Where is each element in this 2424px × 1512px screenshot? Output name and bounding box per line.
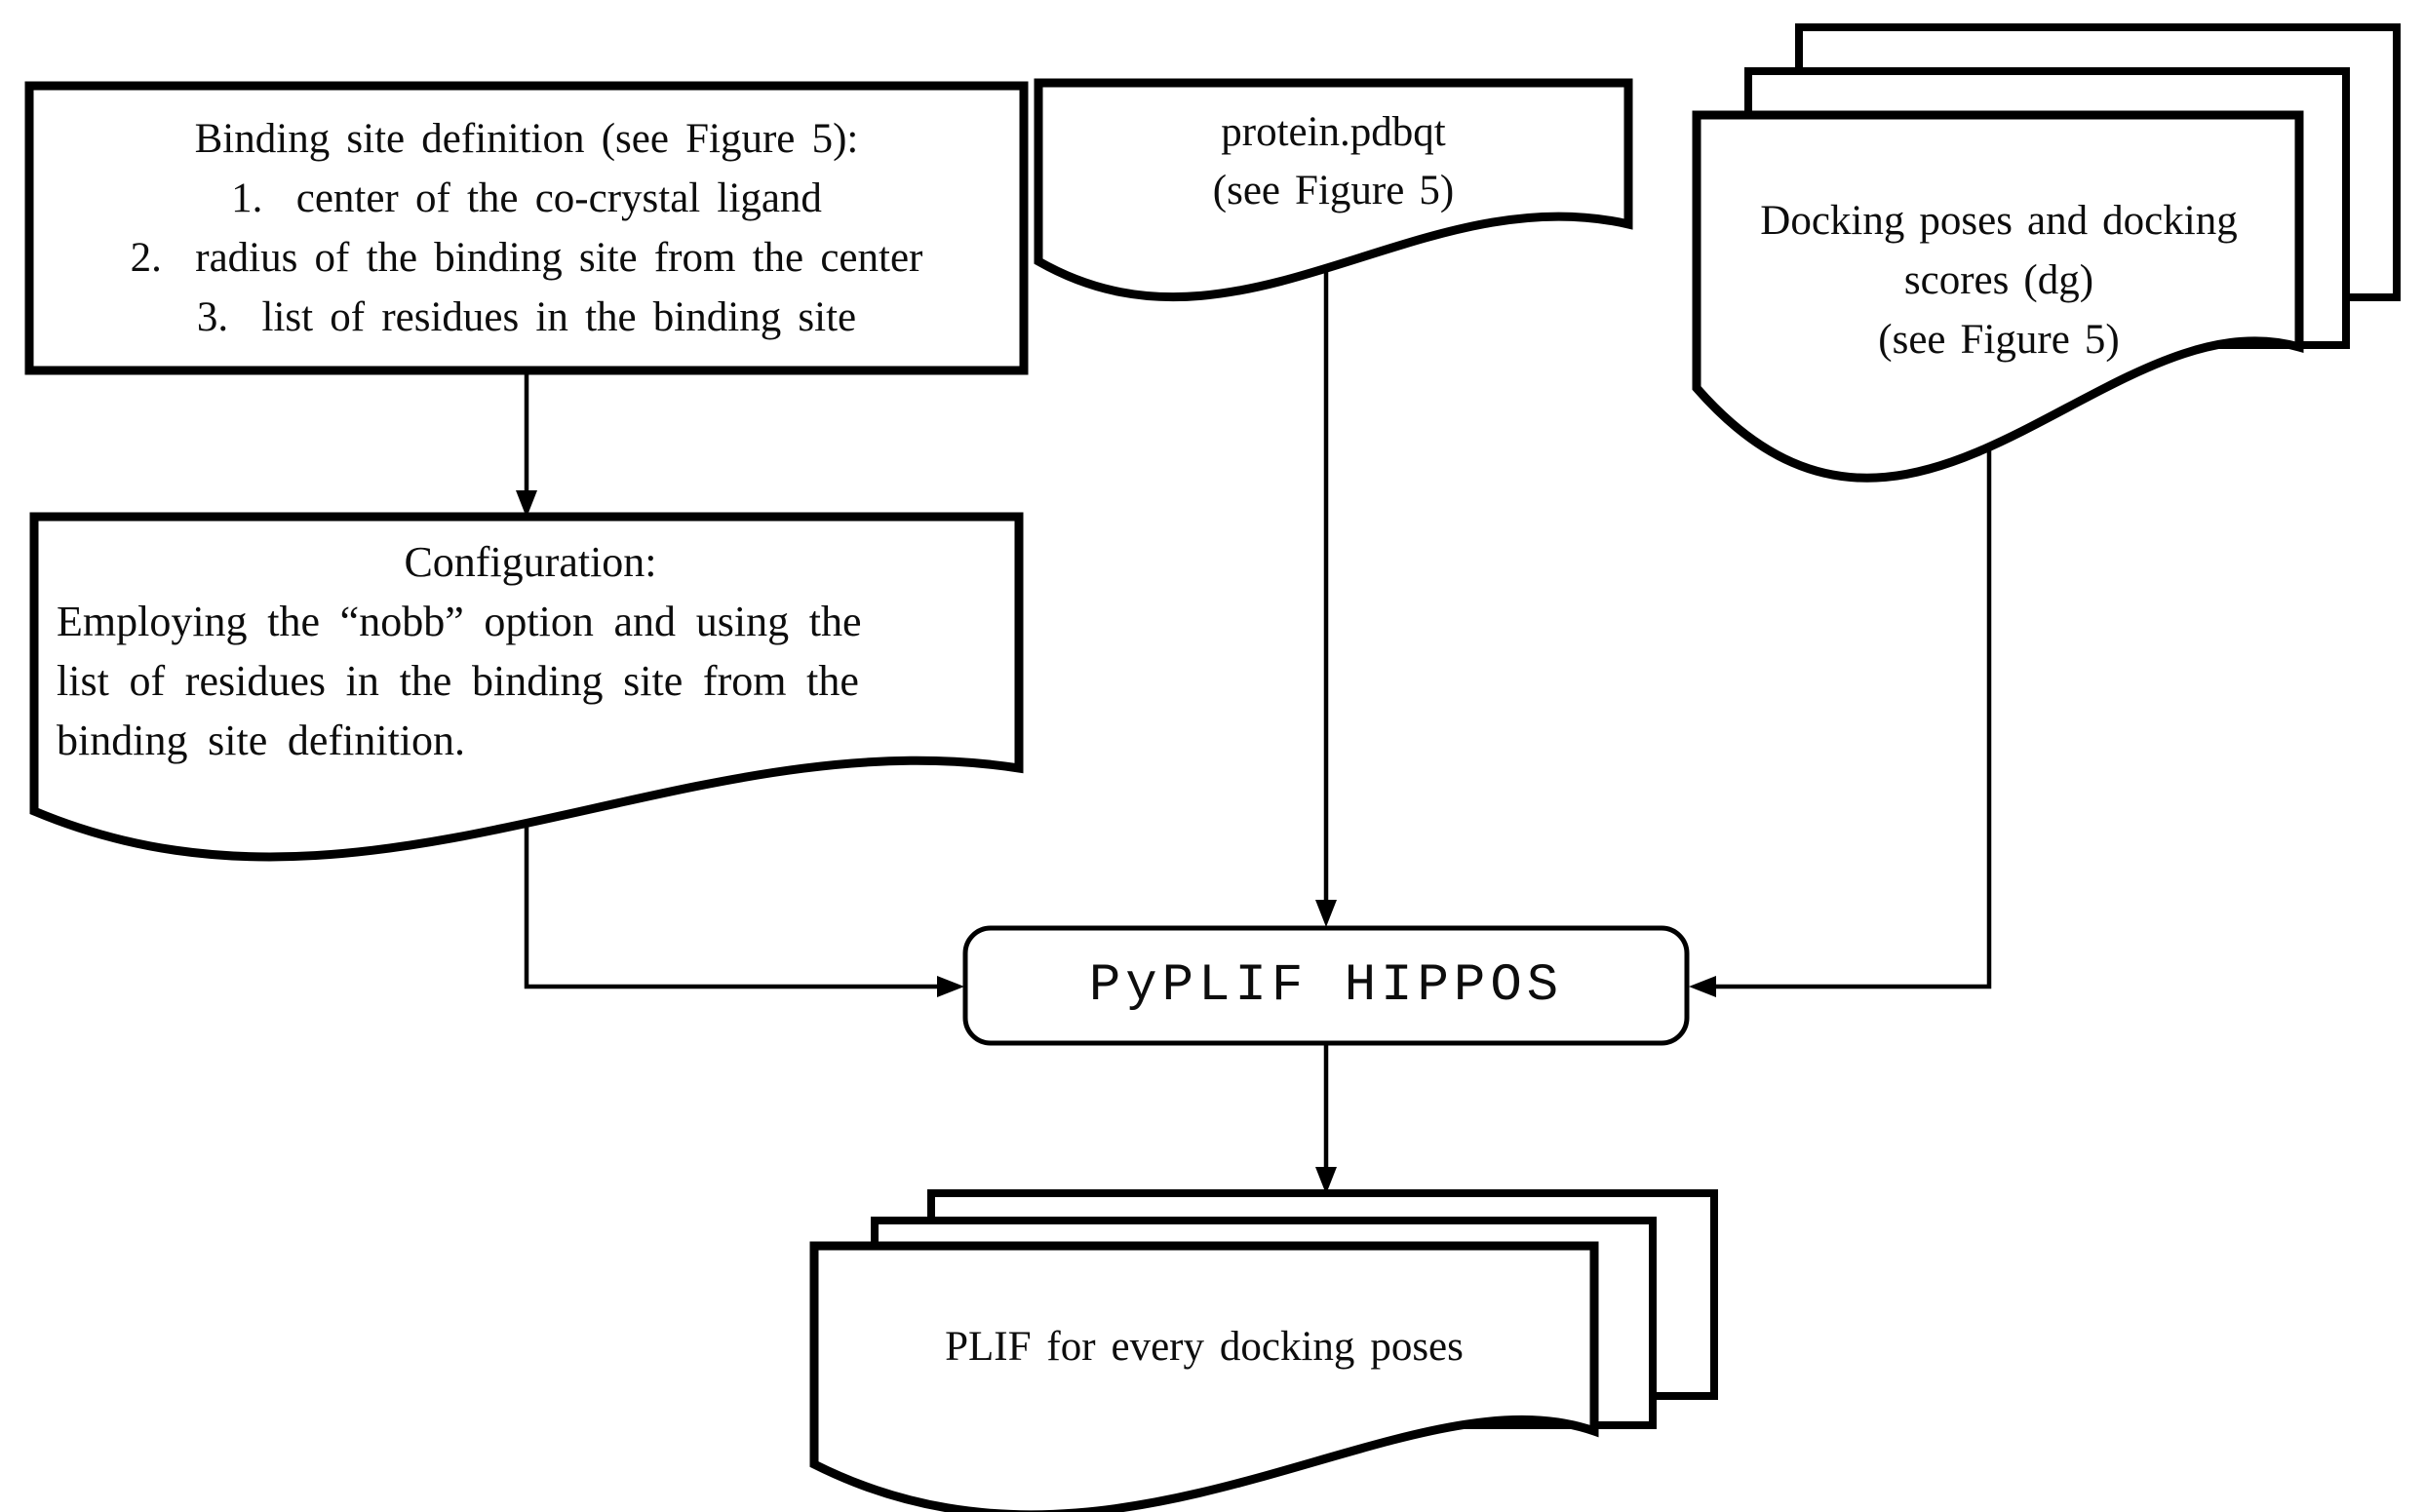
configuration-line-3: list of residues in the binding site fro… xyxy=(57,657,859,705)
output-stack-page-front xyxy=(809,1241,1599,1512)
binding-site-line-2: 1. center of the co-crystal ligand xyxy=(231,175,822,221)
arrowhead-left-process xyxy=(1689,976,1716,997)
edge-docking-to-process xyxy=(1715,370,1992,989)
docking-poses-line-1: Docking poses and docking xyxy=(1760,198,2238,244)
docking-poses-line-2: scores (dg) xyxy=(1903,257,2094,303)
configuration-text: Configuration: Employing the “nobb” opti… xyxy=(57,532,1004,770)
edge-config-to-process xyxy=(524,780,938,989)
docking-poses-line-3: (see Figure 5) xyxy=(1878,317,2120,363)
protein-file-line-2: (see Figure 5) xyxy=(1212,168,1455,213)
configuration-document xyxy=(29,512,1024,862)
arrowhead-right-process xyxy=(937,976,964,997)
arrowhead-down-config xyxy=(516,490,537,518)
configuration-heading: Configuration: xyxy=(404,538,657,586)
process-label: PyPLIF HIPPOS xyxy=(1088,955,1564,1016)
arrowhead-down-process xyxy=(1315,900,1337,927)
docking-poses-text: Docking poses and docking scores (dg) (s… xyxy=(1706,191,2291,369)
plif-output-label: PLIF for every docking poses xyxy=(945,1324,1464,1370)
docking-stack-page-front xyxy=(1692,110,2304,483)
configuration-line-2: Employing the “nobb” option and using th… xyxy=(57,598,862,645)
protein-file-document xyxy=(1034,78,1633,302)
binding-site-box xyxy=(24,81,1029,375)
arrowhead-down-output xyxy=(1315,1167,1337,1194)
process-box xyxy=(962,925,1690,1046)
protein-file-text: protein.pdbqt (see Figure 5) xyxy=(1038,103,1628,220)
configuration-line-4: binding site definition. xyxy=(57,717,465,764)
protein-file-line-1: protein.pdbqt xyxy=(1221,109,1446,155)
binding-site-line-1: Binding site definition (see Figure 5): xyxy=(194,116,859,162)
binding-site-definition-text: Binding site definition (see Figure 5): … xyxy=(39,109,1014,347)
binding-site-line-3: 2. radius of the binding site from the c… xyxy=(130,235,923,281)
binding-site-line-4: 3. list of residues in the binding site xyxy=(196,294,857,340)
